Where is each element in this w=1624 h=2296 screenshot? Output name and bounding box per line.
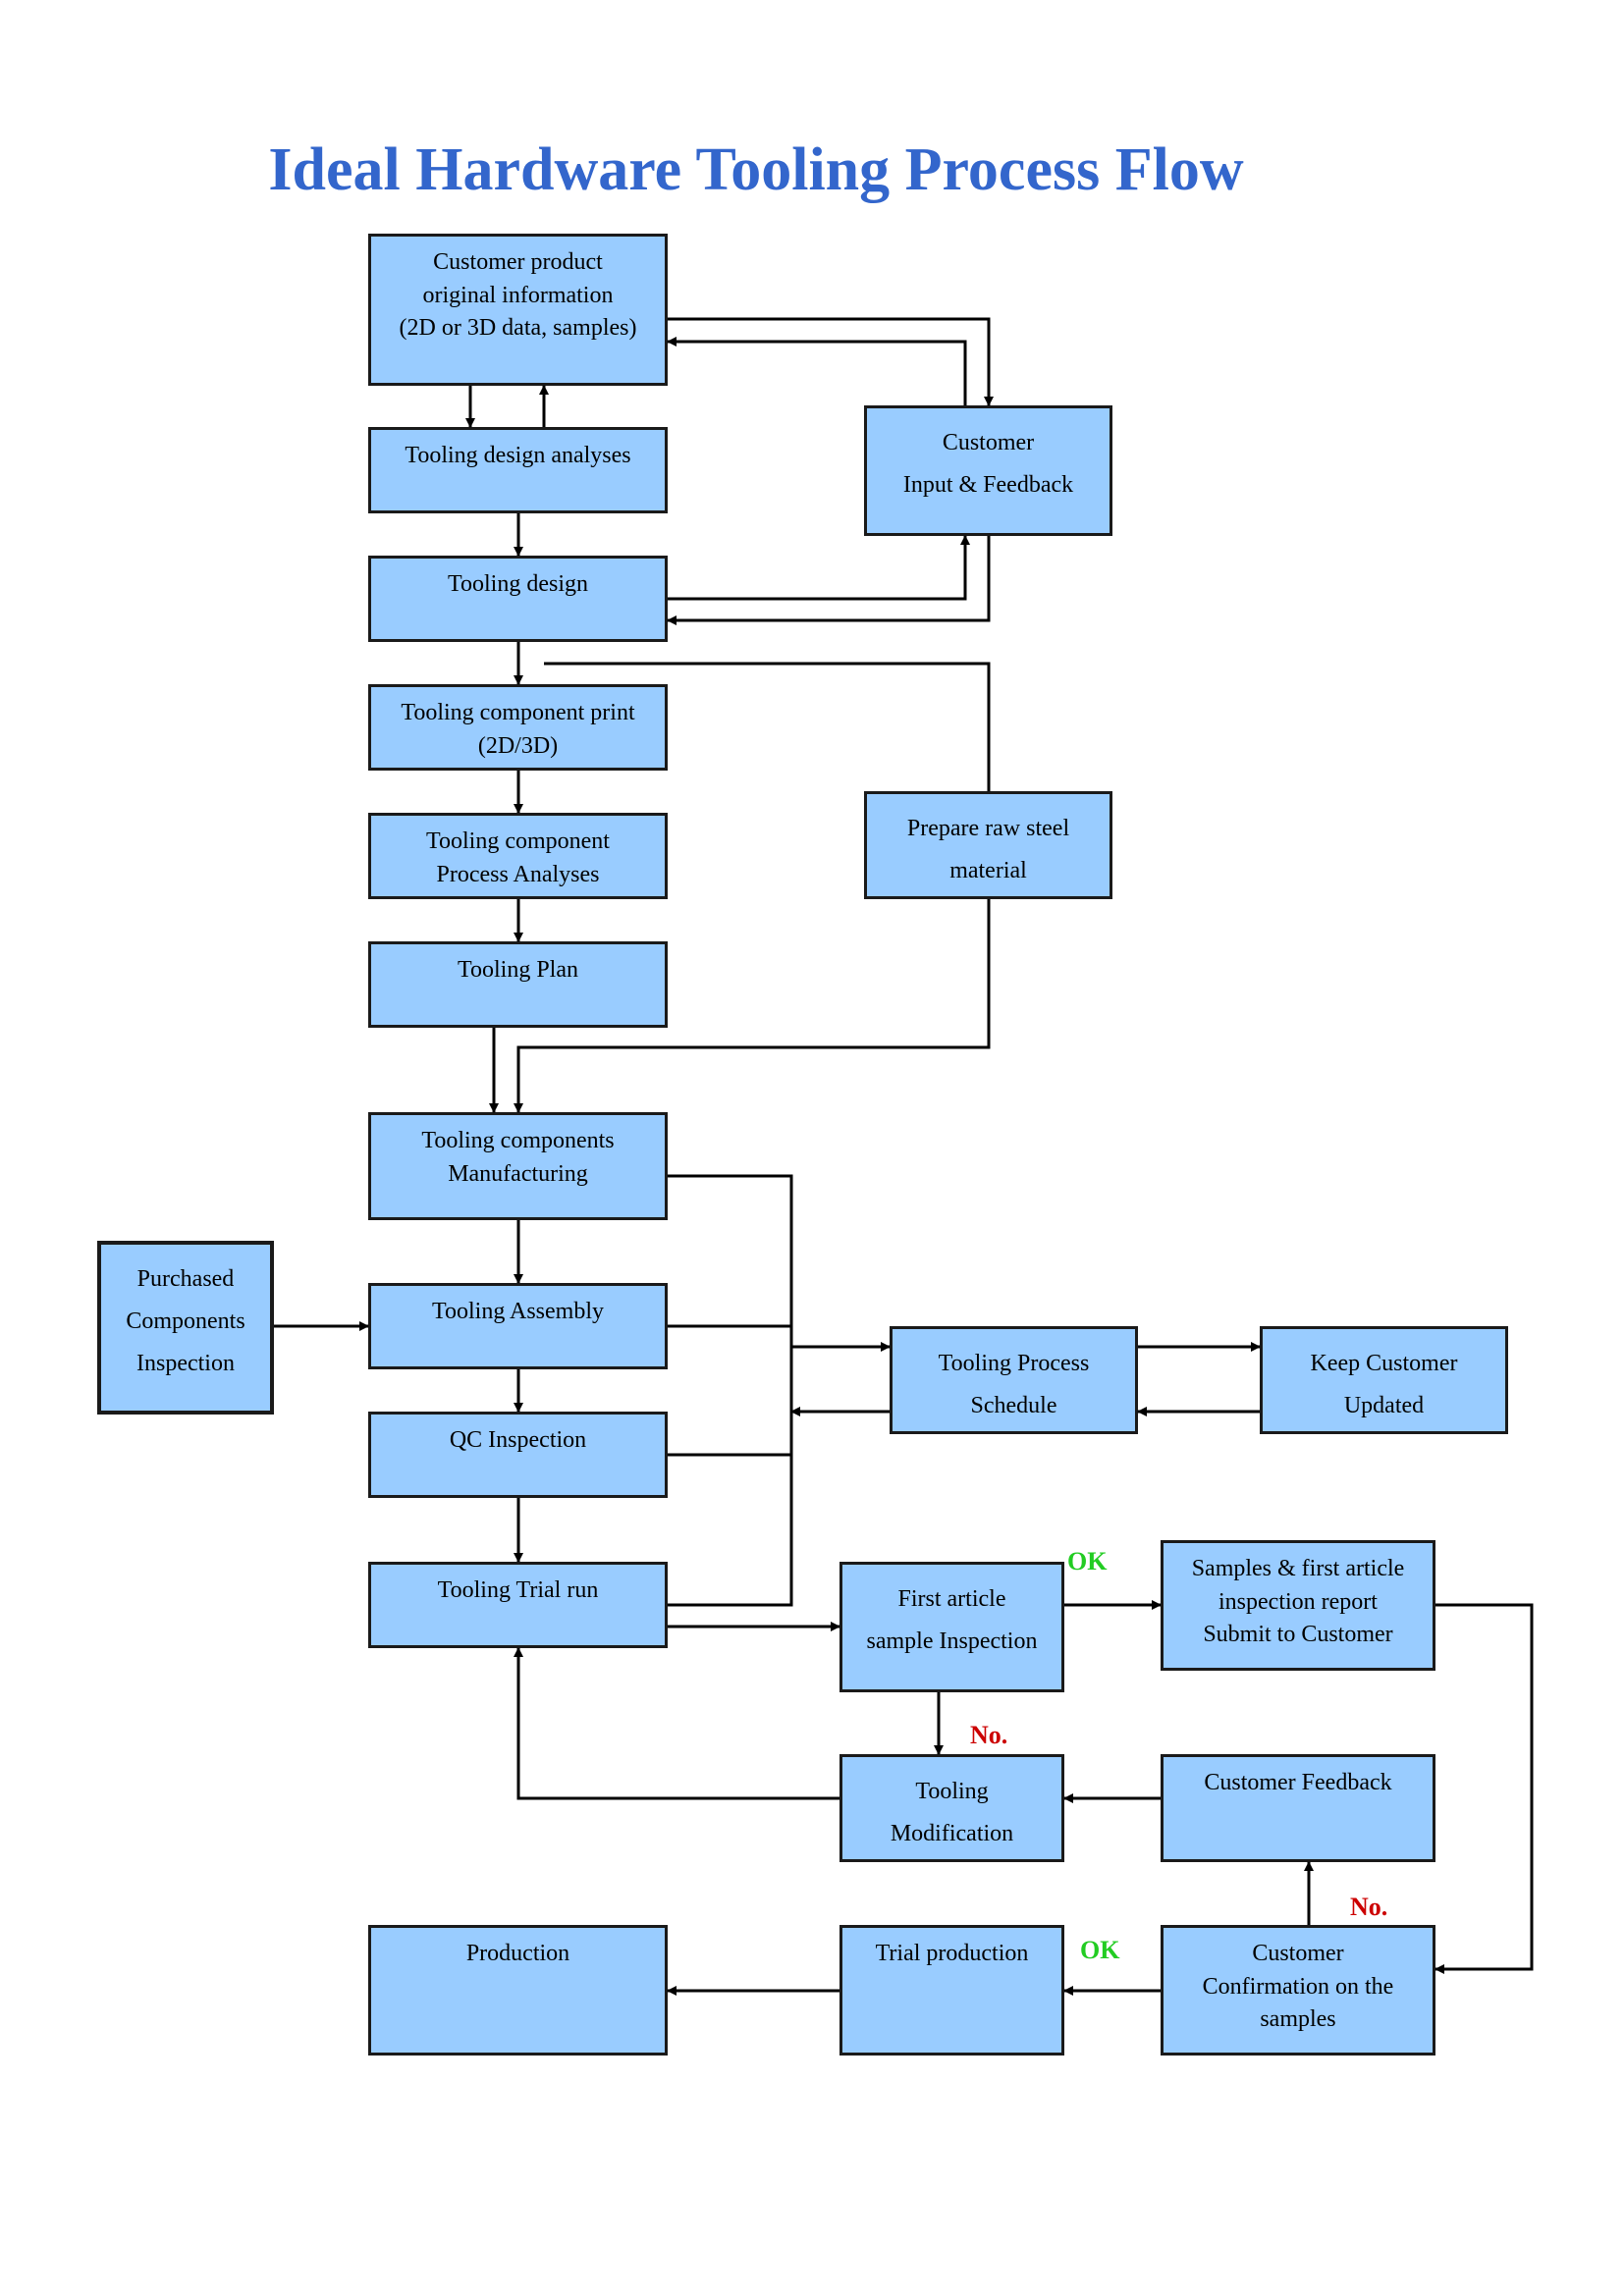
box-text-line: Tooling design analyses [405,443,631,468]
first-article-box: First article sample Inspection [839,1562,1064,1692]
box-text-line: (2D or 3D data, samples) [399,315,637,342]
box-text-line: Confirmation on the [1202,1973,1394,2000]
box-text-line: Updated [1343,1393,1425,1419]
box-text-line: Customer Feedback [1204,1770,1392,1795]
arrow-feedback-to-info [667,337,967,405]
box-text-line: Process Analyses [436,861,600,887]
box-text-line: Tooling Trial run [437,1577,599,1603]
box-text-line: Tooling Plan [458,957,578,983]
box-text-line: Tooling component [426,828,610,854]
box-text-line: QC Inspection [449,1427,587,1453]
box-text-line: Tooling component print [401,700,635,725]
box-text-line: samples [1260,2006,1336,2033]
customer-feedback-box: Customer Feedback [1161,1754,1435,1862]
first-article-no-label: No. [970,1721,1008,1749]
box-text-line: Purchased [136,1266,235,1292]
box-text-line: Schedule [970,1393,1057,1419]
arrow-steel-to-manufacturing [514,899,991,1113]
box-text-line: Customer [1252,1941,1344,1966]
tooling-design-box: Tooling design [368,556,668,642]
component-print-box: Tooling component print (2D/3D) [368,684,668,771]
arrow-design-to-feedback [668,535,970,601]
box-text-line: material [949,858,1027,884]
box-text-line: Tooling Assembly [432,1299,604,1324]
production-box: Production [368,1925,668,2056]
arrow-feedback-to-design [667,536,991,625]
box-text-line: sample Inspection [866,1629,1038,1655]
design-analyses-box: Tooling design analyses [368,427,668,513]
qc-inspection-box: QC Inspection [368,1412,668,1498]
box-text-line: First article [897,1586,1006,1612]
box-text-line: Submit to Customer [1203,1622,1393,1648]
box-text-line: Components [126,1308,245,1335]
box-text-line: Trial production [875,1941,1029,1966]
raw-steel-box: Prepare raw steel material [864,791,1112,899]
box-text-line: Tooling components [421,1128,615,1153]
trial-run-box: Tooling Trial run [368,1562,668,1648]
box-text-line: Samples & first article [1191,1556,1405,1581]
box-text-line: Customer product [433,249,603,275]
page-title: Ideal Hardware Tooling Process Flow [268,136,1244,203]
box-text-line: Input & Feedback [902,472,1074,499]
arrow-report-to-confirmation [1435,1603,1534,1974]
tooling-assembly-box: Tooling Assembly [368,1283,668,1369]
box-text-line: Tooling [915,1779,989,1804]
box-text-line: Modification [890,1821,1014,1847]
box-text-line: inspection report [1218,1588,1378,1615]
box-text-line: Inspection [136,1351,235,1377]
box-text-line: Tooling design [448,571,588,597]
trial-production-box: Trial production [839,1925,1064,2056]
box-text-line: Prepare raw steel [906,816,1070,841]
box-text-line: (2D/3D) [477,732,559,759]
confirmation-no-label: No. [1350,1893,1388,1921]
arrow-modification-to-trial [514,1647,839,1800]
first-article-ok-label: OK [1067,1547,1108,1575]
box-text-line: original information [422,282,614,308]
box-text-line: Customer [942,430,1035,455]
customer-info-box: Customer product original information (2D … [368,234,668,386]
confirmation-ok-label: OK [1080,1936,1120,1964]
box-text-line: Manufacturing [448,1160,588,1187]
arrow-info-to-feedback [668,317,994,406]
box-text-line: Production [465,1941,570,1966]
samples-report-box: Samples & first article inspection report… [1161,1540,1435,1671]
box-text-line: Tooling Process [938,1351,1090,1376]
line-manufacturing-to-bus [668,1174,793,1607]
line-design-to-steel [544,662,991,791]
box-text-line: Keep Customer [1310,1351,1458,1376]
tooling-plan-box: Tooling Plan [368,941,668,1028]
